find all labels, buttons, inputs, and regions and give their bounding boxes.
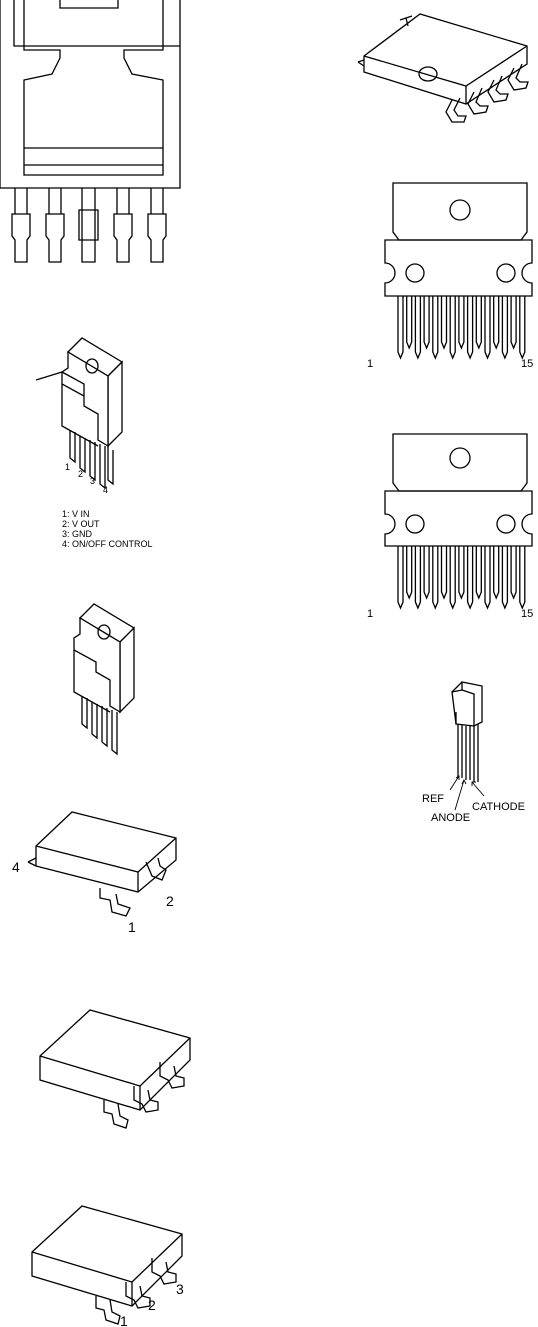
zip15-first-leads: [397, 296, 526, 360]
sot89-pin-4-label: 4: [12, 859, 20, 875]
to220-4pin-pin-legend: 1: V IN 2: V OUT 3: GND 4: ON/OFF CONTRO…: [62, 509, 153, 549]
zip-lead: [423, 296, 430, 350]
zip-lead: [484, 546, 491, 610]
zip-lead: [432, 296, 439, 360]
zip15-second-pin-15-label: 15: [521, 608, 533, 620]
zip15-first-pin-1-label: 1: [367, 358, 373, 370]
zip-lead: [440, 546, 448, 600]
to220-4pin-leads: [69, 430, 114, 490]
zip-lead: [449, 546, 456, 610]
zip-lead: [458, 546, 465, 600]
zip-lead: [475, 296, 482, 350]
package-to220-4pin: 1 2 3 4: [35, 337, 124, 495]
to220-4pin-pin-1-label: 1: [65, 462, 70, 472]
legend-line-3: 3: GND: [62, 529, 93, 539]
zip-lead: [466, 546, 474, 610]
zip-lead: [414, 546, 422, 610]
sot23-3-pin-2-label: 2: [148, 1297, 156, 1313]
package-zip15-first: 1 15: [367, 182, 533, 370]
package-sot23-6: [39, 1009, 191, 1129]
legend-line-4: 4: ON/OFF CONTROL: [62, 539, 153, 549]
zip-lead: [414, 296, 422, 360]
zip-lead: [510, 546, 517, 600]
sot23-3-pin-1-label: 1: [120, 1313, 128, 1327]
package-sot23-3: 1 2 3: [31, 1205, 184, 1327]
to220-4pin-pin-3-label: 3: [90, 476, 95, 486]
zip15-second-leads: [397, 546, 526, 610]
zip-lead: [397, 296, 404, 360]
legend-line-2: 2: V OUT: [62, 519, 100, 529]
to220-4pin-pin-2-label: 2: [78, 469, 83, 479]
to92-ref-label: REF: [422, 793, 444, 805]
zip-lead: [449, 296, 456, 360]
sop8-leads: [445, 63, 529, 123]
legend-line-1: 1: V IN: [62, 509, 90, 519]
package-to220-4pin-plain: [73, 603, 136, 756]
sot23-3-pin-3-label: 3: [176, 1281, 184, 1297]
zip-lead: [510, 296, 517, 350]
zip-lead: [458, 296, 465, 350]
zip-lead: [484, 296, 491, 360]
zip-lead: [423, 546, 430, 600]
zip-lead: [493, 546, 500, 600]
package-zip15-second: 1 15: [367, 433, 533, 620]
to220-large-leads: [11, 188, 167, 263]
package-sot89: 4 1 2: [12, 811, 177, 935]
package-to92: REF ANODE CATHODE: [422, 681, 525, 824]
zip-lead: [432, 546, 439, 610]
zip-lead: [519, 546, 526, 610]
package-to220-large: [0, 0, 181, 263]
zip-lead: [406, 296, 413, 350]
zip-lead: [501, 546, 509, 610]
sot89-pin-2-label: 2: [166, 893, 174, 909]
zip-lead: [501, 296, 509, 360]
sot89-pin-1-label: 1: [128, 919, 136, 935]
zip-lead: [397, 546, 404, 610]
zip-lead: [475, 546, 482, 600]
to92-anode-label: ANODE: [431, 812, 470, 824]
zip15-first-pin-15-label: 15: [521, 358, 533, 370]
zip-lead: [406, 546, 413, 600]
zip-lead: [519, 296, 526, 360]
zip15-second-pin-1-label: 1: [367, 608, 373, 620]
package-sop8: [357, 13, 529, 123]
to220-4pin-pin-4-label: 4: [103, 485, 108, 495]
zip-lead: [493, 296, 500, 350]
to92-cathode-label: CATHODE: [472, 801, 525, 813]
zip-lead: [466, 296, 474, 360]
zip-lead: [440, 296, 448, 350]
